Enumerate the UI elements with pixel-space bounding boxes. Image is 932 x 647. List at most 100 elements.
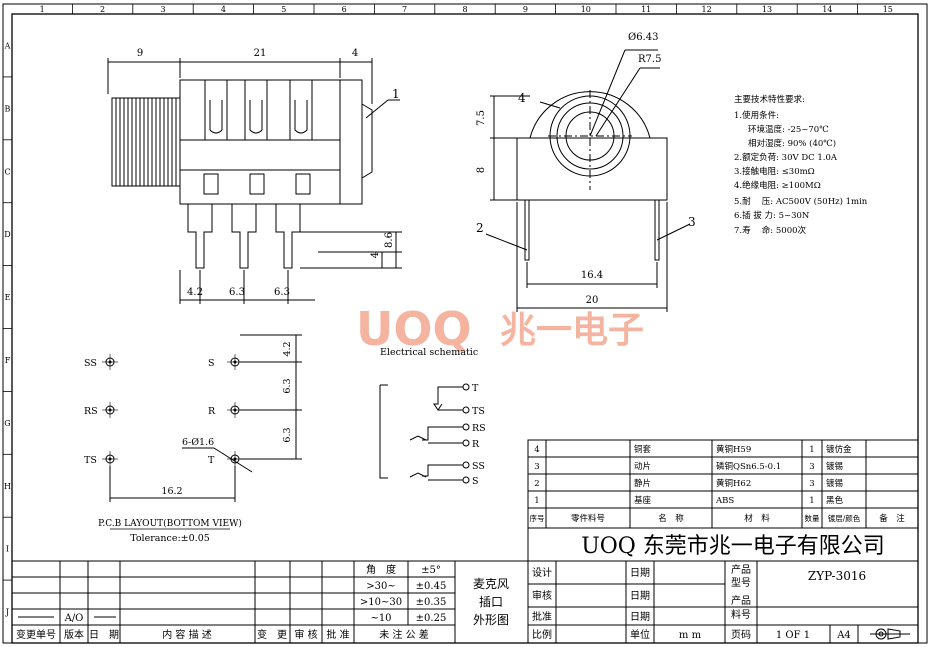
col-number: 7	[402, 5, 407, 14]
bom-no: 1	[534, 496, 539, 506]
tol-value: ±0.35	[416, 597, 447, 608]
row-letter: E	[5, 293, 11, 302]
product-desc-1: 麦克风	[473, 577, 509, 591]
bom-name: 铜套	[634, 444, 652, 455]
pad-label-s: S	[208, 358, 215, 369]
spec-line: 5.耐 压: AC500V (50Hz) 1min	[734, 196, 868, 207]
tol-range: ~10	[370, 613, 391, 624]
page-label: 页码	[731, 629, 751, 641]
side-view-dims: 9 21 4 4.2 6.3 6.3 8.6 4 1	[137, 48, 400, 298]
col-number: 6	[342, 5, 347, 14]
signoff-scale: 比例	[532, 628, 552, 641]
product-code-label: 产品	[731, 594, 751, 607]
ao-label: A/O	[64, 613, 84, 624]
signoff-review: 审核	[532, 589, 552, 602]
page-number: 1 OF 1	[776, 630, 810, 641]
col-number: 9	[523, 5, 528, 14]
dim-9: 9	[137, 48, 143, 59]
bom-finish: 镀锡	[826, 461, 844, 472]
bom-qty: 1	[809, 496, 814, 506]
dim-6-3-b: 6.3	[274, 287, 290, 298]
front-view	[485, 49, 691, 312]
dim-16-4: 16.4	[581, 270, 603, 281]
col-number: 13	[762, 5, 772, 14]
model-number: ZYP-3016	[808, 569, 866, 583]
dim-4-height: 4	[370, 252, 381, 258]
col-number: 12	[702, 5, 712, 14]
rev-header: 变更单号	[16, 628, 56, 641]
col-number: 15	[883, 5, 893, 14]
lower-title-text: A/O 变更单号 版本 日 期 内 容 描 述 变 更 审 核 批 准 角 度 …	[16, 563, 866, 641]
bom-material: 黄铜H59	[716, 444, 751, 455]
signoff-approve: 批准	[532, 610, 552, 623]
dim-pcb-6-3-b: 6.3	[282, 427, 293, 442]
dim-4-top: 4	[352, 48, 358, 59]
callout-3: 3	[688, 215, 696, 229]
sch-label-r: R	[472, 439, 480, 450]
row-letter: J	[5, 608, 9, 617]
tol-range: >10~30	[360, 597, 402, 608]
product-model-label: 型号	[731, 576, 751, 589]
row-letter: A	[4, 41, 11, 50]
bom-material: 磷铜QSn6.5-0.1	[716, 461, 781, 472]
rev-header: 审 核	[294, 628, 317, 641]
schematic-title: Electrical schematic	[380, 347, 478, 358]
pcb-layout	[102, 334, 302, 502]
tol-header-angle: 角 度	[366, 563, 396, 576]
callout-2: 2	[476, 221, 484, 235]
col-number: 2	[100, 5, 105, 14]
callout-1: 1	[392, 87, 400, 101]
hole-note: 6-Ø1.6	[182, 437, 214, 448]
row-letter: H	[4, 482, 11, 491]
dim-pcb-4-2: 4.2	[282, 341, 293, 356]
sch-label-s: S	[472, 476, 479, 487]
bom-table	[527, 439, 919, 529]
pcb-labels: SS RS TS S R T 4.2 6.3 6.3 16.2 6-Ø1.6 P…	[84, 341, 293, 544]
pad-label-t: T	[208, 455, 215, 466]
row-letter: I	[6, 545, 9, 554]
paper-size: A4	[836, 630, 851, 641]
sch-label-ts: TS	[472, 406, 485, 417]
bom-no: 4	[534, 445, 539, 455]
col-number: 1	[40, 5, 45, 14]
bom-finish: 黑色	[826, 495, 844, 506]
spec-line: 环境温度: -25~70℃	[748, 124, 829, 135]
spec-line: 6.插 拔 力: 5~30N	[734, 210, 810, 221]
tol-range: >30~	[366, 581, 395, 592]
bom-no: 3	[534, 462, 539, 472]
bom-header-name: 名 称	[658, 513, 684, 524]
tol-value: ±0.45	[416, 581, 447, 592]
rev-header: 变 更	[257, 628, 287, 641]
pcb-caption: P.C.B LAYOUT(BOTTOM VIEW)	[98, 518, 242, 529]
rev-header: 内 容 描 述	[162, 628, 212, 641]
dim-pcb-6-3-a: 6.3	[282, 378, 293, 393]
row-letter: F	[5, 356, 11, 365]
company-name: UOQ 东莞市兆一电子有限公司	[581, 534, 885, 559]
dim-pcb-16-2: 16.2	[161, 486, 182, 497]
watermark: UOQ 兆一电子	[356, 302, 644, 356]
tol-value: ±0.25	[416, 613, 447, 624]
spec-line: 4.绝缘电阻: ≥100MΩ	[734, 180, 821, 191]
side-view	[107, 58, 402, 304]
signoff-design: 设计	[532, 566, 552, 579]
tol-header-value: ±5°	[421, 565, 441, 576]
spec-line: 7.寿 命: 5000次	[734, 225, 807, 236]
bom-name: 基座	[634, 495, 652, 506]
dim-6-3-a: 6.3	[229, 287, 245, 298]
product-model-label: 产品	[731, 563, 751, 576]
rev-header: 批 准	[326, 628, 349, 641]
rev-header: 版本	[64, 628, 84, 641]
bom-header-no: 序号	[530, 513, 545, 523]
col-number: 3	[160, 5, 165, 14]
callout-4: 4	[518, 91, 526, 105]
lower-title-block	[11, 560, 919, 644]
dim-21: 21	[254, 48, 267, 59]
bom-header-finish: 镀层/颜色	[828, 513, 861, 523]
bom-cells: 4 铜套 黄铜H59 1 镀仿金 3 动片 磷铜QSn6.5-0.1 3 镀锡 …	[530, 444, 906, 524]
dim-8: 8	[476, 167, 487, 173]
watermark-brand: UOQ	[356, 302, 472, 356]
row-letter: D	[4, 230, 10, 239]
